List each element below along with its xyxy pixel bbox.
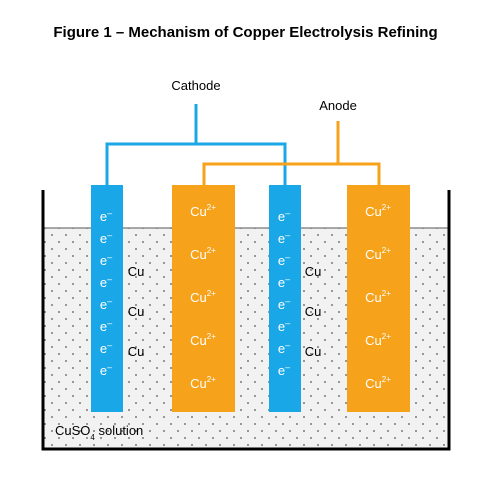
electron-labels: e– e– e– e– e– e– e– e– e– e– e– e– e– e– e– e– xyxy=(100,208,290,378)
anode-plate-1 xyxy=(172,185,235,412)
electron-label: e– xyxy=(100,340,112,356)
electron-label: e– xyxy=(100,296,112,312)
electron-label: e– xyxy=(278,362,290,378)
anode-plate-2 xyxy=(347,185,410,412)
copper-atom-label: Cu xyxy=(305,264,322,279)
copper-ion-label: Cu2+ xyxy=(365,375,391,391)
copper-ion-labels: Cu2+ Cu2+ Cu2+ Cu2+ Cu2+ Cu2+ Cu2+ Cu2+ Cu2+ Cu2+ xyxy=(190,203,391,391)
electron-label: e– xyxy=(278,296,290,312)
electron-label: e– xyxy=(278,318,290,334)
electron-label: e– xyxy=(278,208,290,224)
electron-label: e– xyxy=(278,230,290,246)
copper-ion-label: Cu2+ xyxy=(190,289,216,305)
anode-wire xyxy=(202,121,381,185)
copper-atom-label: Cu xyxy=(305,304,322,319)
copper-atom-label: Cu xyxy=(128,344,145,359)
copper-ion-label: Cu2+ xyxy=(190,332,216,348)
figure-title: Figure 1 – Mechanism of Copper Electroly… xyxy=(53,24,438,41)
electron-label: e– xyxy=(278,274,290,290)
copper-ion-label: Cu2+ xyxy=(365,246,391,262)
copper-atom-label: Cu xyxy=(128,304,145,319)
cathode-plate-1 xyxy=(91,185,123,412)
copper-ion-label: Cu2+ xyxy=(190,203,216,219)
electron-label: e– xyxy=(100,362,112,378)
electron-label: e– xyxy=(278,340,290,356)
electron-label: e– xyxy=(100,208,112,224)
cathode-wire xyxy=(105,104,287,185)
copper-ion-label: Cu2+ xyxy=(365,203,391,219)
anode-label: Anode xyxy=(319,98,357,113)
electron-label: e– xyxy=(100,230,112,246)
copper-atom-label: Cu xyxy=(305,344,322,359)
cathode-plate-2 xyxy=(269,185,301,412)
cathode-label: Cathode xyxy=(171,78,220,93)
copper-ion-label: Cu2+ xyxy=(365,289,391,305)
solution-label: CuSO4 solution xyxy=(55,423,143,442)
copper-ion-label: Cu2+ xyxy=(190,246,216,262)
electron-label: e– xyxy=(100,274,112,290)
copper-atom-label: Cu xyxy=(128,264,145,279)
electron-label: e– xyxy=(278,252,290,268)
electrolysis-tank xyxy=(41,190,451,451)
copper-ion-label: Cu2+ xyxy=(190,375,216,391)
electron-label: e– xyxy=(100,252,112,268)
copper-ion-label: Cu2+ xyxy=(365,332,391,348)
electron-label: e– xyxy=(100,318,112,334)
